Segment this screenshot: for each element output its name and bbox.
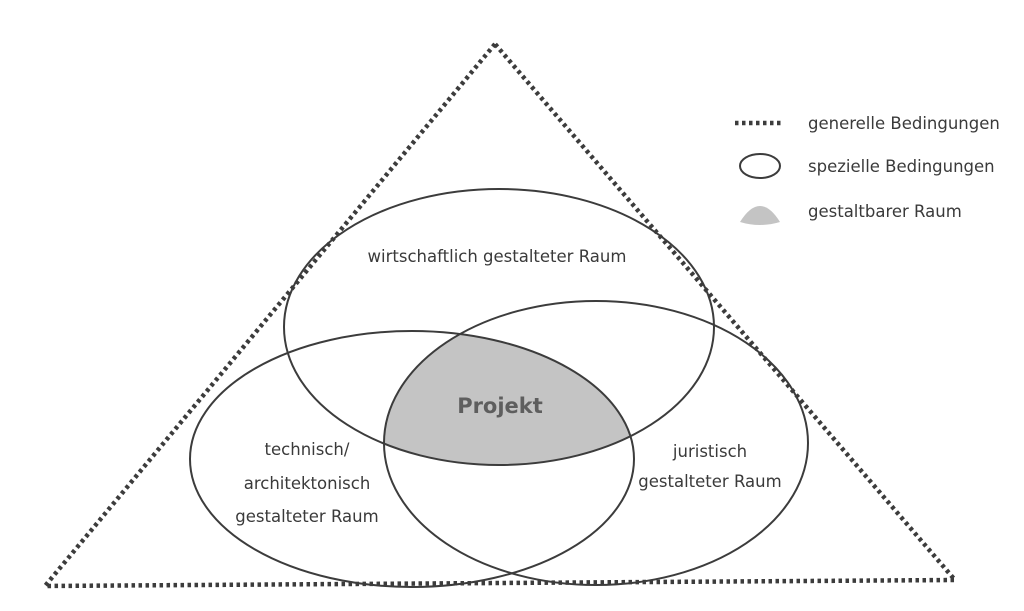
legend-special-label: spezielle Bedingungen (808, 157, 995, 176)
technical-space-label-line3: gestalteter Raum (235, 507, 378, 526)
legend: generelle Bedingungen spezielle Bedingun… (735, 114, 1000, 225)
economic-space-label: wirtschaftlich gestalteter Raum (368, 247, 627, 266)
legend-ellipse-icon (739, 153, 781, 179)
technical-space-label-line1: technisch/ (265, 440, 350, 459)
legal-space-ellipse (383, 300, 809, 586)
legend-space-label: gestaltbarer Raum (808, 202, 962, 221)
legal-space-label-line1: juristisch (672, 442, 747, 461)
legend-shaded-area-icon (740, 206, 780, 225)
technical-space-label-line2: architektonisch (244, 474, 371, 493)
general-conditions-triangle (40, 40, 960, 589)
legend-general-label: generelle Bedingungen (808, 114, 1000, 133)
project-label: Projekt (457, 394, 543, 418)
economic-space-ellipse (283, 188, 715, 466)
legal-space-label-line2: gestalteter Raum (638, 472, 781, 491)
technical-space-ellipse (189, 330, 635, 588)
